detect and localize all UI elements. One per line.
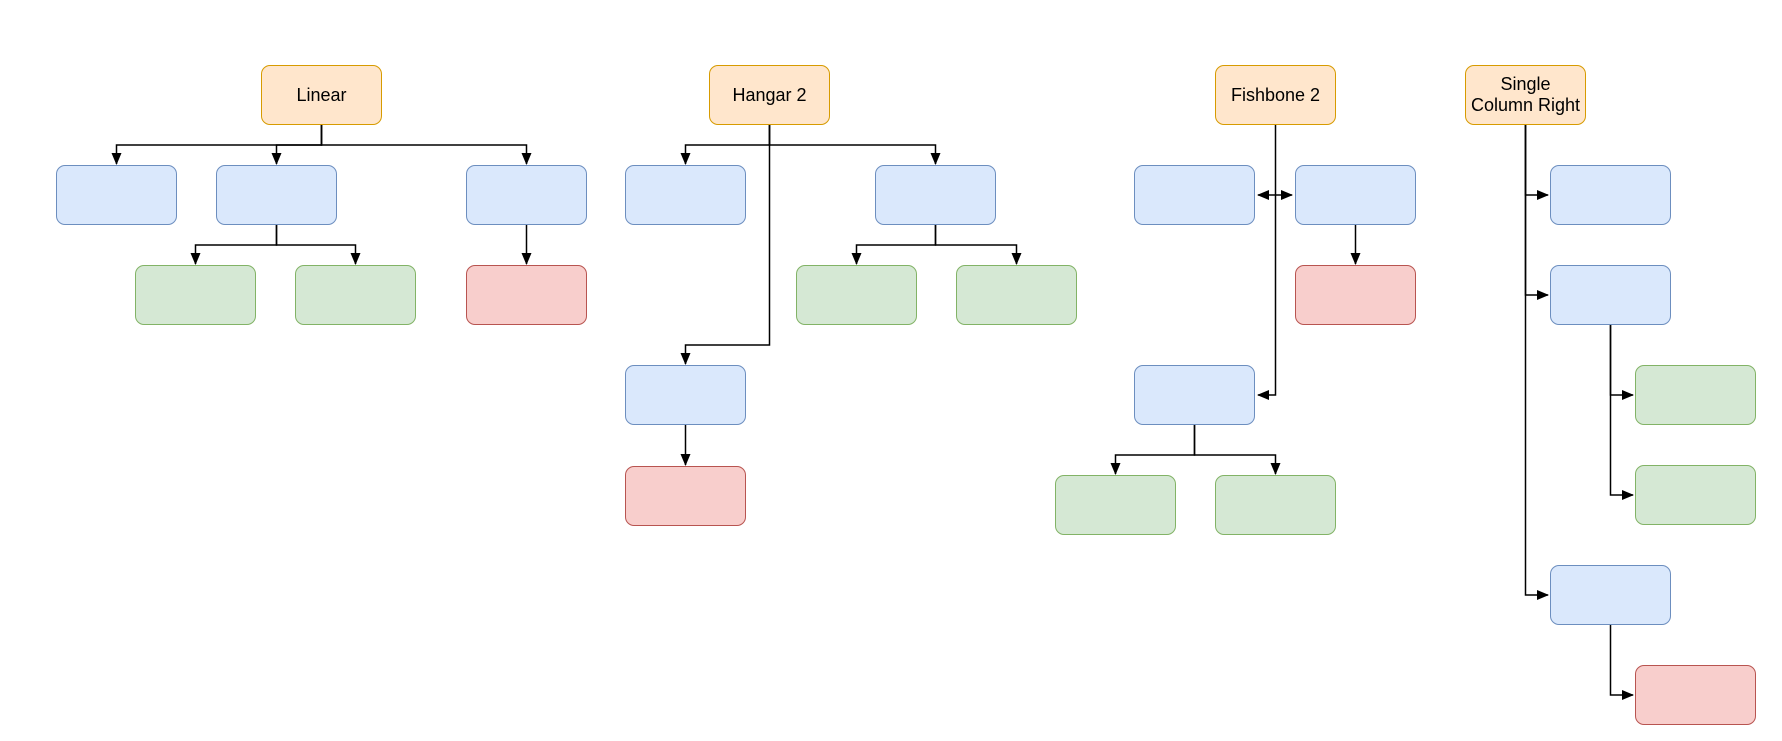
linear-child-1-node[interactable]: [56, 165, 177, 225]
linear-root-label: Linear: [296, 84, 347, 105]
single-column-right-root-label: Single Column Right: [1470, 74, 1581, 115]
linear-child-3-node[interactable]: [466, 165, 587, 225]
single-column-right-child-3-node[interactable]: [1550, 565, 1671, 625]
single-column-right-leaf-3-node[interactable]: [1635, 665, 1756, 725]
fishbone-2-leaf-3-node[interactable]: [1215, 475, 1336, 535]
linear-edge-root-child-2: [271, 125, 323, 165]
fishbone-2-root-node[interactable]: Fishbone 2: [1215, 65, 1336, 125]
single-column-right-edge-root-child-1: [1524, 125, 1549, 200]
hangar-2-edge-child-2-leaf-1: [851, 225, 937, 265]
fishbone-2-child-1-node[interactable]: [1134, 165, 1255, 225]
linear-leaf-2-node[interactable]: [295, 265, 416, 325]
single-column-right-edge-child-2-leaf-1: [1609, 325, 1634, 400]
hangar-2-leaf-3-node[interactable]: [625, 466, 746, 526]
single-column-right-leaf-1-node[interactable]: [1635, 365, 1756, 425]
hangar-2-edge-root-child-2: [768, 125, 941, 165]
single-column-right-edge-child-3-leaf-3: [1609, 625, 1634, 700]
linear-edge-child-2-leaf-2: [275, 225, 361, 265]
hangar-2-edge-child-2-leaf-2: [934, 225, 1022, 265]
hangar-2-child-1-node[interactable]: [625, 165, 746, 225]
linear-root-node[interactable]: Linear: [261, 65, 382, 125]
hangar-2-leaf-1-node[interactable]: [796, 265, 917, 325]
hangar-2-root-label: Hangar 2: [732, 84, 807, 105]
fishbone-2-root-label: Fishbone 2: [1230, 84, 1321, 105]
hangar-2-child-3-node[interactable]: [625, 365, 746, 425]
single-column-right-child-1-node[interactable]: [1550, 165, 1671, 225]
fishbone-2-edge-child-3-leaf-3: [1193, 425, 1281, 475]
fishbone-2-child-2-node[interactable]: [1295, 165, 1416, 225]
hangar-2-edge-root-child-3: [680, 125, 771, 365]
single-column-right-child-2-node[interactable]: [1550, 265, 1671, 325]
hangar-2-edge-root-child-1: [680, 125, 771, 165]
single-column-right-edge-root-child-2: [1524, 125, 1549, 300]
linear-edge-child-2-leaf-1: [190, 225, 278, 265]
fishbone-2-leaf-1-node[interactable]: [1295, 265, 1416, 325]
fishbone-2-edge-child-3-leaf-2: [1110, 425, 1196, 475]
hangar-2-root-node[interactable]: Hangar 2: [709, 65, 830, 125]
linear-leaf-1-node[interactable]: [135, 265, 256, 325]
fishbone-2-edge-root-child-3: [1257, 125, 1277, 400]
hangar-2-child-2-node[interactable]: [875, 165, 996, 225]
linear-child-2-node[interactable]: [216, 165, 337, 225]
linear-leaf-3-node[interactable]: [466, 265, 587, 325]
hangar-2-leaf-2-node[interactable]: [956, 265, 1077, 325]
single-column-right-edge-child-2-leaf-2: [1609, 325, 1634, 500]
single-column-right-edge-root-child-3: [1524, 125, 1549, 600]
single-column-right-leaf-2-node[interactable]: [1635, 465, 1756, 525]
fishbone-2-child-3-node[interactable]: [1134, 365, 1255, 425]
linear-edge-root-child-3: [320, 125, 532, 165]
single-column-right-root-node[interactable]: Single Column Right: [1465, 65, 1586, 125]
fishbone-2-leaf-2-node[interactable]: [1055, 475, 1176, 535]
